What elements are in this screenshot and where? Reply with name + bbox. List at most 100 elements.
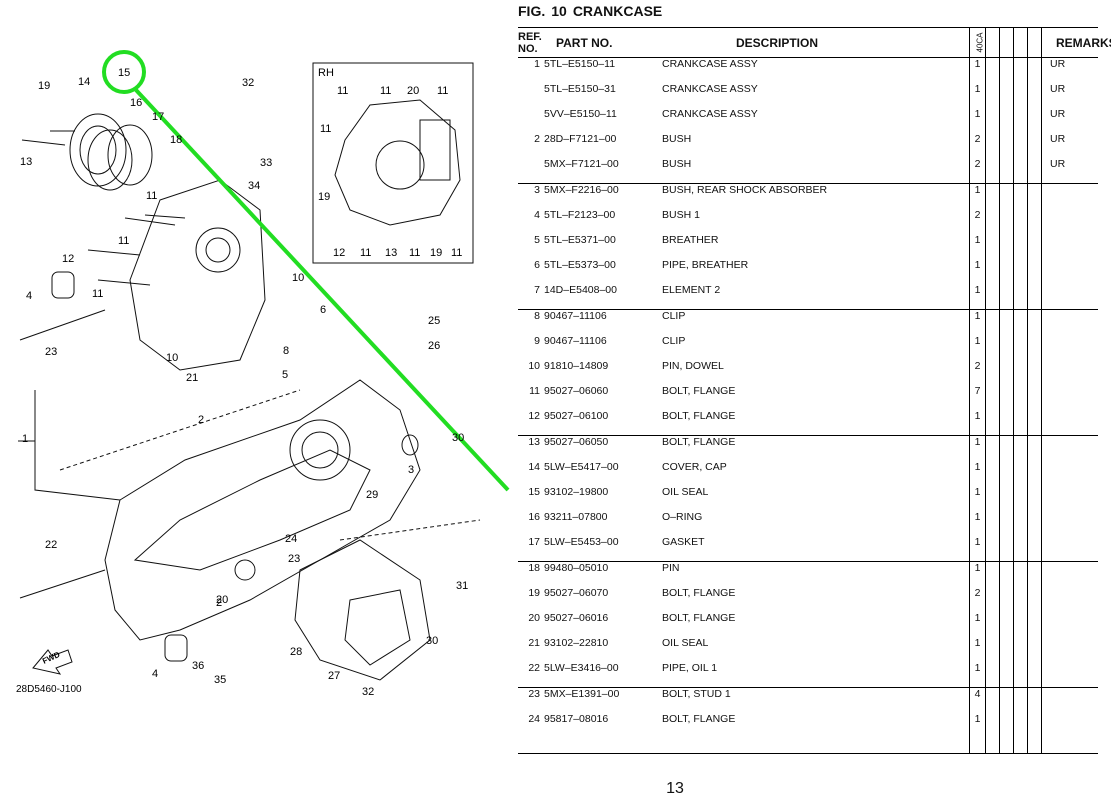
blank-cell xyxy=(999,410,1014,436)
inset-callout-number: 11 xyxy=(337,85,348,97)
blank-cell xyxy=(1013,309,1028,335)
fwd-label: FWD xyxy=(41,650,62,666)
quantity-cell: 7 xyxy=(969,385,986,410)
description-cell: CLIP xyxy=(662,335,686,347)
blank-cell xyxy=(985,209,1000,234)
description-cell: BOLT, FLANGE xyxy=(662,587,736,599)
part-no-cell: 5MX–F2216–00 xyxy=(544,183,656,209)
part-no-cell: 95027–06070 xyxy=(544,587,609,599)
blank-cell xyxy=(1013,83,1028,108)
fwd-arrow-icon: FWD xyxy=(32,649,73,675)
quantity-cell: 1 xyxy=(969,410,986,436)
blank-cell xyxy=(1013,662,1028,688)
diagram-code: 28D5460-J100 xyxy=(16,684,82,695)
inset-callout-number: 20 xyxy=(407,85,419,97)
description-cell: O–RING xyxy=(662,511,703,523)
callout-number: 12 xyxy=(62,253,74,265)
ref-no-cell: 12 xyxy=(528,410,540,422)
blank-cell xyxy=(999,587,1014,612)
callout-number: 16 xyxy=(130,97,142,109)
blank-cell xyxy=(985,612,1000,637)
blank-cell xyxy=(985,133,1000,158)
inset-callout-number: 11 xyxy=(437,85,448,97)
callout-number: 23 xyxy=(288,553,300,565)
ref-no-cell: 16 xyxy=(528,511,540,523)
quantity-cell: 1 xyxy=(969,713,986,754)
quantity-cell: 2 xyxy=(969,209,986,234)
fig-label: FIG. xyxy=(518,3,546,19)
blank-cell xyxy=(999,612,1014,637)
blank-cell xyxy=(1027,209,1042,234)
description-cell: OIL SEAL xyxy=(662,486,709,498)
description-cell: BOLT, FLANGE xyxy=(662,612,736,624)
part-no-cell: 5VV–E5150–11 xyxy=(544,108,617,120)
callout-number: 31 xyxy=(456,580,468,592)
blank-cell xyxy=(999,637,1014,662)
blank-cell xyxy=(999,158,1014,184)
blank-cell xyxy=(1013,561,1028,587)
blank-cell xyxy=(1027,637,1042,662)
remarks-cell xyxy=(1041,284,1098,310)
blank-cell xyxy=(1027,83,1042,108)
blank-cell xyxy=(1013,612,1028,637)
inset-callout-number: 19 xyxy=(430,247,442,259)
col-part-no: PART NO. xyxy=(544,27,656,58)
blank-cell xyxy=(1027,234,1042,259)
callout-number: 8 xyxy=(283,345,289,357)
blank-cell xyxy=(999,209,1014,234)
blank-cell xyxy=(985,486,1000,511)
inset-callout-number: 11 xyxy=(451,247,462,259)
fig-title: CRANKCASE xyxy=(572,3,663,19)
description-cell: CRANKCASE ASSY xyxy=(662,83,758,95)
remarks-cell xyxy=(1041,587,1098,612)
blank-cell xyxy=(985,687,1000,713)
callout-number: 20 xyxy=(216,594,228,606)
blank-cell xyxy=(999,335,1014,360)
quantity-cell: 2 xyxy=(969,587,986,612)
callout-number: 5 xyxy=(282,369,288,381)
quantity-cell: 1 xyxy=(969,309,986,335)
callout-number: 15 xyxy=(118,67,130,79)
callout-number: 36 xyxy=(192,660,204,672)
quantity-cell: 1 xyxy=(969,108,986,133)
inset-label: RH xyxy=(318,67,334,79)
col-remarks: REMARKS xyxy=(1041,27,1111,58)
remarks-cell xyxy=(1041,662,1098,688)
part-no-cell: 95027–06060 xyxy=(544,385,609,397)
col-model-40ca: 40CA xyxy=(969,27,986,58)
blank-cell xyxy=(985,284,1000,310)
part-no-cell: 93102–22810 xyxy=(544,637,609,649)
ref-no-cell xyxy=(518,83,544,108)
inset-callout-number: 11 xyxy=(409,247,420,259)
part-no-cell: 5TL–E5373–00 xyxy=(544,259,616,271)
col-blank-3 xyxy=(1013,27,1028,58)
callout-number: 14 xyxy=(78,76,90,88)
callout-labels: 1223445681010111111121314151617181920212… xyxy=(20,67,468,698)
part-no-cell: 90467–11106 xyxy=(544,335,607,347)
inset-callout-number: 19 xyxy=(318,191,330,203)
blank-cell xyxy=(999,561,1014,587)
description-cell: BUSH 1 xyxy=(662,209,700,221)
blank-cell xyxy=(1013,687,1028,713)
blank-cell xyxy=(999,713,1014,754)
remarks-cell xyxy=(1041,234,1098,259)
description-cell: BOLT, FLANGE xyxy=(662,385,736,397)
highlight-leader xyxy=(134,88,510,492)
callout-number: 11 xyxy=(92,288,103,300)
blank-cell xyxy=(985,108,1000,133)
ref-no-cell: 15 xyxy=(528,486,540,498)
callout-number: 21 xyxy=(186,372,198,384)
description-cell: OIL SEAL xyxy=(662,637,709,649)
quantity-cell: 1 xyxy=(969,83,986,108)
blank-cell xyxy=(985,83,1000,108)
part-no-cell: 5TL–E5150–11 xyxy=(544,58,616,70)
blank-cell xyxy=(999,108,1014,133)
